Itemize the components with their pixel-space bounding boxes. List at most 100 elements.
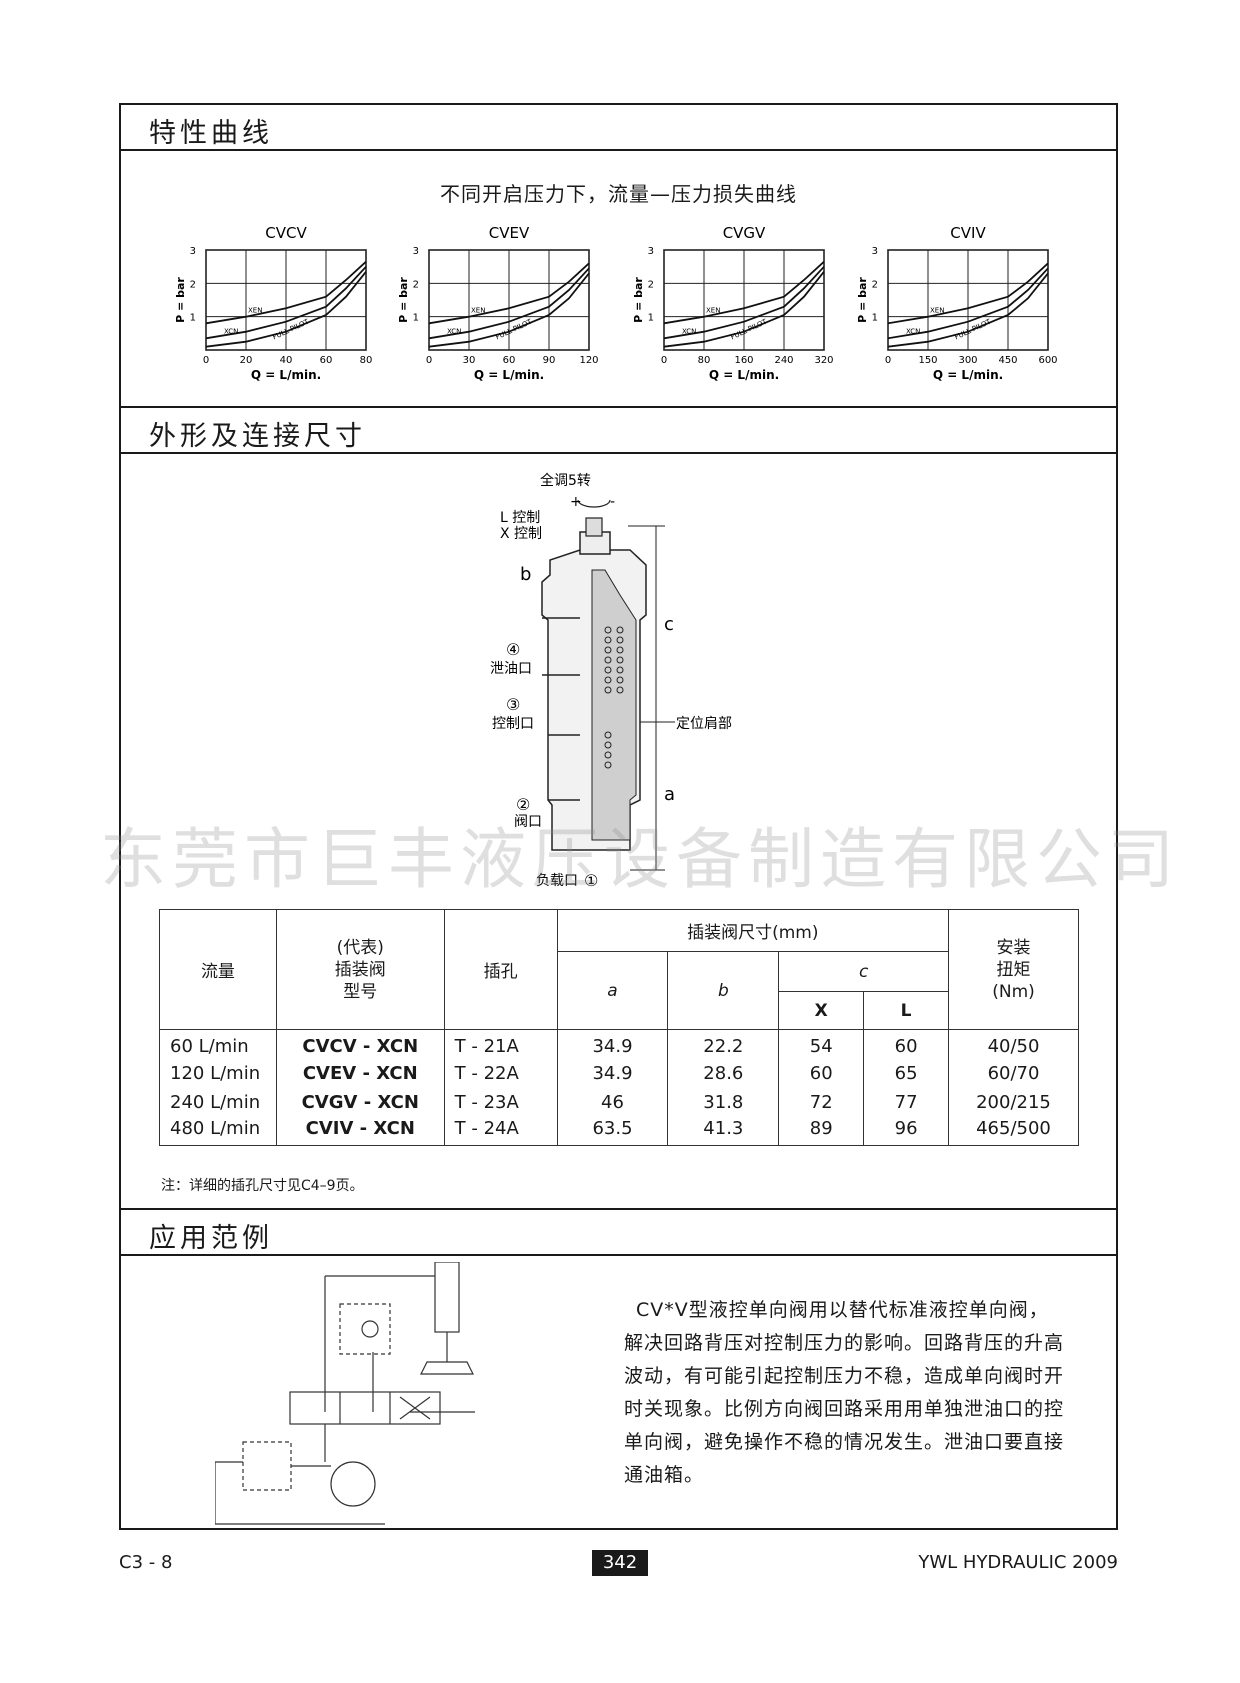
series-line-xen <box>663 261 825 325</box>
port2-number: ② <box>516 795 530 814</box>
x-tick-label: 0 <box>426 355 432 366</box>
section-header-application: 应用范例 <box>119 1208 1118 1256</box>
table-cell-b: 41.3 <box>667 1116 780 1146</box>
table-cell-flow: 240 L/min <box>159 1087 277 1117</box>
spring <box>604 626 624 769</box>
series-line-xen <box>887 262 1049 325</box>
header-dims: 插装阀尺寸(mm) <box>556 909 950 952</box>
section-code: C3 - 8 <box>119 1552 173 1573</box>
x-axis-label: Q = L/min. <box>474 368 544 382</box>
header-torque-line: 扭矩 <box>996 959 1031 980</box>
x-tick-label: 450 <box>998 355 1017 366</box>
table-cell-cavity: T - 23A <box>443 1087 558 1117</box>
dim-a-label: a <box>664 784 675 805</box>
port4-number: ④ <box>506 640 520 659</box>
series-label: XEN <box>248 307 262 315</box>
x-tick-label: 80 <box>698 355 711 366</box>
series-label: FULL PILOT <box>271 317 310 341</box>
y-tick-label: 2 <box>413 279 419 290</box>
series-line-full-pilot <box>663 271 825 348</box>
section-title: 应用范例 <box>149 1223 273 1254</box>
x-tick-label: 120 <box>579 355 598 366</box>
table-cell-l: 60 <box>863 1029 950 1059</box>
table-cell-l: 96 <box>863 1116 950 1146</box>
y-tick-label: 1 <box>413 313 419 324</box>
valve-cross-section: 全调5转 + - L 控制 X 控制 b c a ④ 泄油口 ③ 控制口 ② 阀… <box>480 470 780 900</box>
table-cell-a: 46 <box>556 1087 669 1117</box>
directional-valve-symbol <box>289 1391 441 1425</box>
page-number: 342 <box>592 1550 648 1576</box>
table-cell-l: 77 <box>863 1087 950 1117</box>
x-tick-label: 60 <box>503 355 516 366</box>
series-label: FULL PILOT <box>494 317 533 341</box>
valve-drawing: 全调5转 + - L 控制 X 控制 b c a ④ 泄油口 ③ 控制口 ② 阀… <box>490 472 732 890</box>
y-tick-label: 2 <box>190 279 196 290</box>
valve-arrow <box>399 1396 431 1420</box>
section-header-curves: 特性曲线 <box>119 103 1118 151</box>
series-line-xcn <box>428 267 590 340</box>
table-cell-x: 60 <box>778 1058 865 1088</box>
x-control-label: X 控制 <box>500 526 542 542</box>
header-flow: 流量 <box>159 909 277 1030</box>
x-axis-label: Q = L/min. <box>251 368 321 382</box>
chart-title: CVCV <box>265 224 307 242</box>
footnote: 注：详细的插孔尺寸见C4–9页。 <box>161 1178 364 1194</box>
hydraulic-circuit-diagram <box>215 1262 475 1525</box>
table-cell-a: 34.9 <box>556 1058 669 1088</box>
series-label: XEN <box>471 307 485 315</box>
x-tick-label: 0 <box>203 355 209 366</box>
y-tick-label: 2 <box>872 279 878 290</box>
table-cell-torque: 60/70 <box>948 1058 1079 1088</box>
x-tick-label: 150 <box>918 355 937 366</box>
y-tick-label: 1 <box>648 313 654 324</box>
pump-symbol <box>330 1461 376 1507</box>
header-model: (代表) 插装阀 型号 <box>275 909 445 1030</box>
x-tick-label: 300 <box>958 355 977 366</box>
rotation-arrow <box>577 499 611 508</box>
y-tick-label: 3 <box>872 246 878 257</box>
table-cell-torque: 40/50 <box>948 1029 1079 1059</box>
header-c: c <box>778 951 950 992</box>
y-axis-label: P = bar <box>397 277 410 323</box>
table-cell-cavity: T - 22A <box>443 1058 558 1088</box>
table-cell-x: 72 <box>778 1087 865 1117</box>
series-label: XEN <box>930 307 944 315</box>
y-tick-label: 3 <box>413 246 419 257</box>
dimension-lines <box>628 525 675 871</box>
y-tick-label: 1 <box>872 313 878 324</box>
y-tick-label: 1 <box>190 313 196 324</box>
series-line-xcn <box>663 266 825 340</box>
series-label: XCN <box>447 328 461 336</box>
series-line-xcn <box>205 266 367 340</box>
table-cell-b: 28.6 <box>667 1058 780 1088</box>
series-line-xen <box>428 262 590 325</box>
cylinder-symbol <box>434 1262 460 1333</box>
y-axis-label: P = bar <box>174 277 187 323</box>
header-a: a <box>556 951 669 1030</box>
section-title: 外形及连接尺寸 <box>149 421 366 452</box>
table-cell-model: CVIV - XCN <box>275 1116 445 1146</box>
header-model-line: 插装阀 <box>334 959 386 980</box>
port3-number: ③ <box>506 695 520 714</box>
plus-sign: + <box>570 494 582 510</box>
table-cell-cavity: T - 21A <box>443 1029 558 1059</box>
table-cell-cavity: T - 24A <box>443 1116 558 1146</box>
adjust-label: 全调5转 <box>540 472 591 489</box>
relief-valve-symbol <box>242 1441 292 1491</box>
watermark: 东莞市巨丰液压设备制造有限公司 <box>100 821 1180 898</box>
header-model-line: (代表) <box>336 937 384 958</box>
header-l: L <box>863 991 950 1030</box>
publisher: YWL HYDRAULIC 2009 <box>918 1552 1118 1573</box>
port2-label: 阀口 <box>514 814 542 830</box>
table-cell-torque: 200/215 <box>948 1087 1079 1117</box>
load-symbol <box>420 1361 474 1375</box>
shoulder-label: 定位肩部 <box>676 716 732 732</box>
header-torque-line: 安装 <box>996 937 1031 958</box>
y-tick-label: 3 <box>648 246 654 257</box>
x-tick-label: 600 <box>1038 355 1057 366</box>
